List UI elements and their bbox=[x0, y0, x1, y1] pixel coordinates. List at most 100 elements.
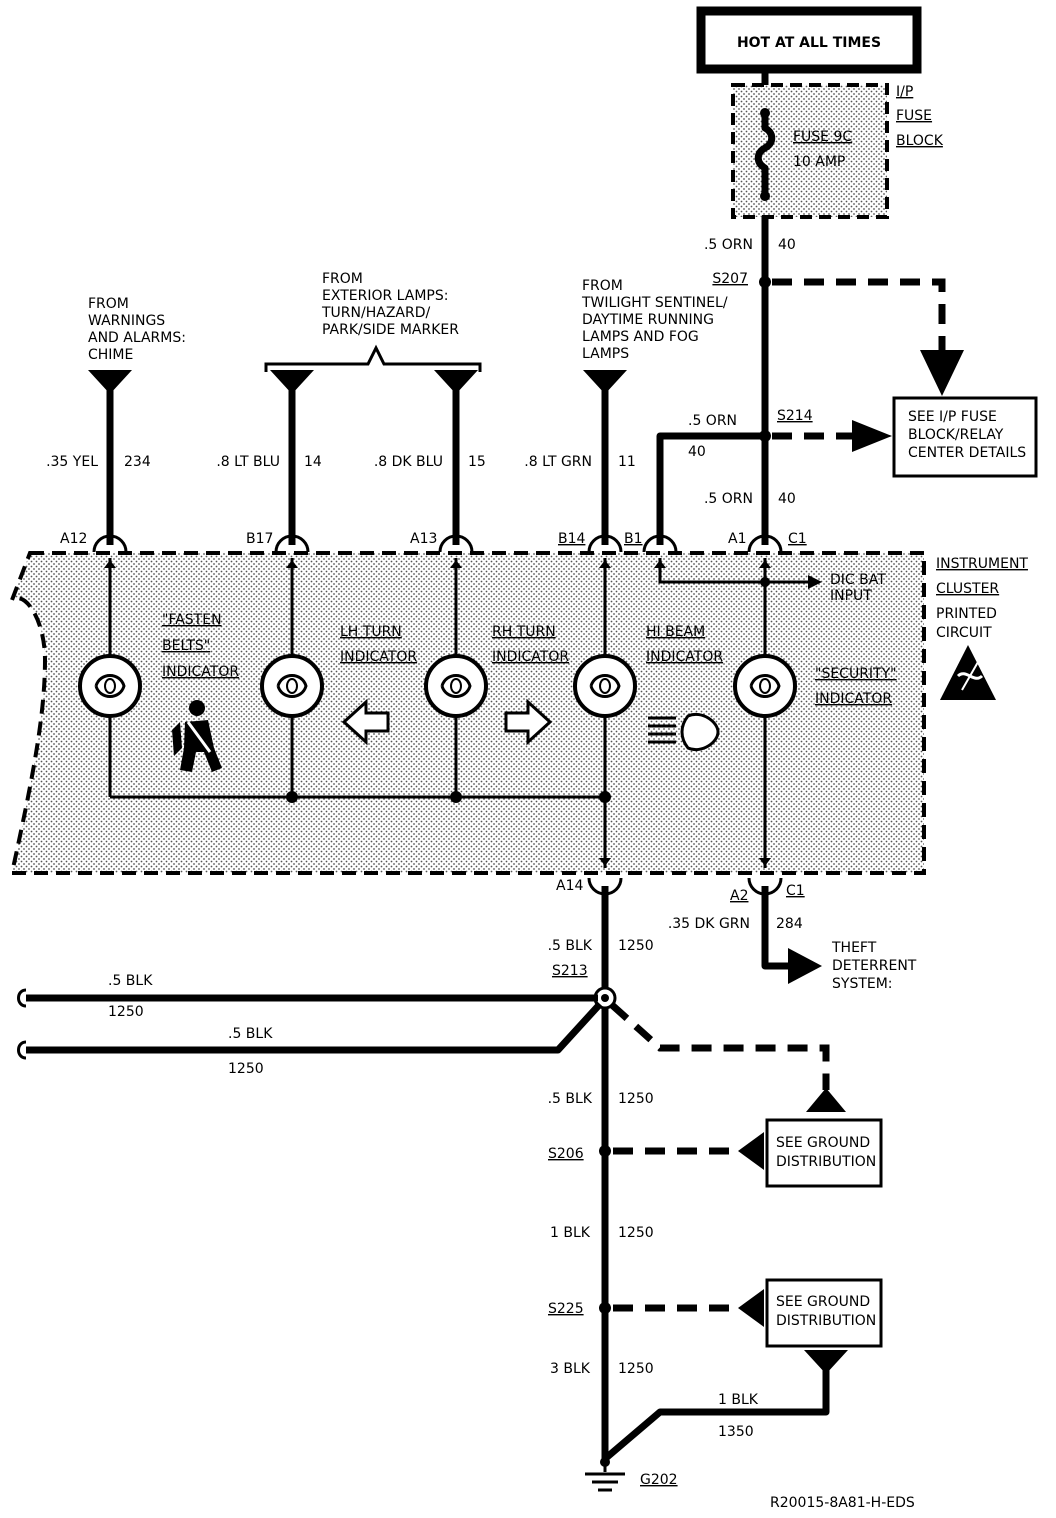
fasten-belts-label-2: BELTS" bbox=[162, 638, 210, 654]
blk-s206-color: .5 BLK bbox=[548, 1091, 593, 1107]
a1-feed-circuit: 40 bbox=[778, 491, 796, 507]
exterior-bracket bbox=[264, 344, 482, 372]
blk-left2-color: .5 BLK bbox=[228, 1026, 273, 1042]
ground-bus-junction-2 bbox=[450, 791, 462, 803]
fuse-rating: 10 AMP bbox=[793, 154, 845, 170]
s207-splice bbox=[759, 276, 771, 288]
blk-a14-circuit: 1250 bbox=[618, 938, 654, 954]
ground-refbox-2: SEE GROUND DISTRIBUTION bbox=[765, 1278, 883, 1348]
dk-blu-circuit: 15 bbox=[468, 454, 486, 470]
dk-grn-color: .35 DK GRN bbox=[668, 916, 750, 932]
blk-1350-color: 1 BLK bbox=[718, 1392, 759, 1408]
hi-beam-icon bbox=[648, 713, 720, 751]
pin-b14: B14 bbox=[558, 531, 586, 547]
rh-turn-bulb-icon bbox=[424, 654, 488, 718]
power-source-box: HOT AT ALL TIMES bbox=[696, 6, 922, 74]
hi-beam-label-1: HI BEAM bbox=[646, 624, 705, 640]
ip-fuse-ref-3: CENTER DETAILS bbox=[908, 445, 1026, 461]
s214-arrow bbox=[852, 420, 892, 452]
blk-left1-circuit: 1250 bbox=[108, 1004, 144, 1020]
s214-b1-wire bbox=[656, 432, 765, 545]
blk-a14-color: .5 BLK bbox=[548, 938, 593, 954]
lh-turn-label-1: LH TURN bbox=[340, 624, 402, 640]
pin-a1: A1 bbox=[728, 531, 746, 547]
cluster-label-1: INSTRUMENT bbox=[936, 556, 1028, 572]
blk-s206-circuit: 1250 bbox=[618, 1091, 654, 1107]
s207-arrow bbox=[920, 350, 964, 396]
ip-fuse-ref-1: SEE I/P FUSE bbox=[908, 409, 997, 425]
ground-bus-junction-3 bbox=[599, 791, 611, 803]
s206-splice bbox=[599, 1145, 611, 1157]
s207-label: S207 bbox=[712, 271, 748, 287]
top-main-circuit: 40 bbox=[778, 237, 796, 253]
chime-source-4: CHIME bbox=[88, 347, 133, 363]
left-blk-wire-1-break bbox=[17, 988, 27, 1008]
pin-c1-bottom: C1 bbox=[786, 883, 805, 899]
theft-label-2: DETERRENT bbox=[832, 958, 917, 974]
top-main-color: .5 ORN bbox=[704, 237, 753, 253]
chime-source-3: AND ALARMS: bbox=[88, 330, 186, 346]
ground-ref1-2: DISTRIBUTION bbox=[776, 1154, 876, 1170]
lh-turn-bulb-icon bbox=[260, 654, 324, 718]
dic-bat-junction bbox=[760, 577, 770, 587]
exterior-source-1: FROM bbox=[322, 271, 363, 287]
esd-sensitive-icon bbox=[940, 645, 996, 700]
dic-bat-arrow bbox=[808, 575, 822, 589]
hi-beam-bulb-icon bbox=[573, 654, 637, 718]
s206-arrow bbox=[738, 1132, 764, 1170]
a1-feed-color: .5 ORN bbox=[704, 491, 753, 507]
blk-left2-circuit: 1250 bbox=[228, 1061, 264, 1077]
g202-feed-connector-icon bbox=[804, 1350, 848, 1374]
s213-dashed-branch bbox=[609, 1002, 830, 1090]
footer-code: R20015-8A81-H-EDS bbox=[770, 1495, 915, 1511]
blk-1350-wire bbox=[603, 1370, 830, 1461]
rh-turn-arrow-icon bbox=[504, 698, 553, 746]
power-source-label: HOT AT ALL TIMES bbox=[737, 35, 881, 51]
pin-a12: A12 bbox=[60, 531, 87, 547]
theft-label-1: THEFT bbox=[831, 940, 877, 956]
dic-input-2: INPUT bbox=[830, 588, 872, 604]
blk-g202-circuit: 1250 bbox=[618, 1361, 654, 1377]
lt-blu-color: .8 LT BLU bbox=[216, 454, 280, 470]
yel-color: .35 YEL bbox=[46, 454, 98, 470]
s214-branch-color: .5 ORN bbox=[688, 413, 737, 429]
fuse-block: FUSE 9C 10 AMP bbox=[731, 83, 889, 219]
twilight-source-2: TWILIGHT SENTINEL/ bbox=[581, 295, 728, 311]
blk-g202-color: 3 BLK bbox=[550, 1361, 591, 1377]
yel-circuit: 234 bbox=[124, 454, 151, 470]
chime-source-2: WARNINGS bbox=[88, 313, 165, 329]
exterior-source-4: PARK/SIDE MARKER bbox=[322, 322, 459, 338]
fuse-9c-element bbox=[754, 113, 776, 196]
lt-grn-circuit: 11 bbox=[618, 454, 636, 470]
security-label-2: INDICATOR bbox=[815, 691, 892, 707]
security-bulb-icon bbox=[733, 654, 797, 718]
rh-turn-connector-icon bbox=[434, 370, 478, 394]
theft-label-3: SYSTEM: bbox=[832, 976, 893, 992]
seatbelt-icon bbox=[172, 700, 222, 772]
blk-s225-color: 1 BLK bbox=[550, 1225, 591, 1241]
hi-beam-label-2: INDICATOR bbox=[646, 649, 723, 665]
g202-label: G202 bbox=[640, 1472, 678, 1488]
fasten-belts-label-3: INDICATOR bbox=[162, 664, 239, 680]
fuse-name: FUSE 9C bbox=[793, 129, 852, 145]
left-blk-wire-2 bbox=[26, 1001, 603, 1054]
rh-turn-label-2: INDICATOR bbox=[492, 649, 569, 665]
lt-grn-color: .8 LT GRN bbox=[524, 454, 592, 470]
dk-grn-wire bbox=[761, 886, 790, 970]
lh-turn-arrow-icon bbox=[341, 698, 390, 746]
s213-label: S213 bbox=[552, 963, 588, 979]
cluster-label-3: PRINTED bbox=[936, 606, 997, 622]
lh-turn-connector-icon bbox=[270, 370, 314, 394]
pin-a14: A14 bbox=[556, 878, 583, 894]
ground-ref1-1: SEE GROUND bbox=[776, 1135, 870, 1151]
s214-branch-circuit: 40 bbox=[688, 444, 706, 460]
pin-b1: B1 bbox=[624, 531, 643, 547]
twilight-source-3: DAYTIME RUNNING bbox=[582, 312, 714, 328]
cluster-label-4: CIRCUIT bbox=[936, 625, 992, 641]
fuse-block-label-3: BLOCK bbox=[896, 133, 944, 149]
ground-g202-icon bbox=[585, 1457, 625, 1492]
s225-splice bbox=[599, 1302, 611, 1314]
s207-dashed-branch bbox=[772, 278, 946, 375]
fuse-block-label-2: FUSE bbox=[896, 108, 932, 124]
